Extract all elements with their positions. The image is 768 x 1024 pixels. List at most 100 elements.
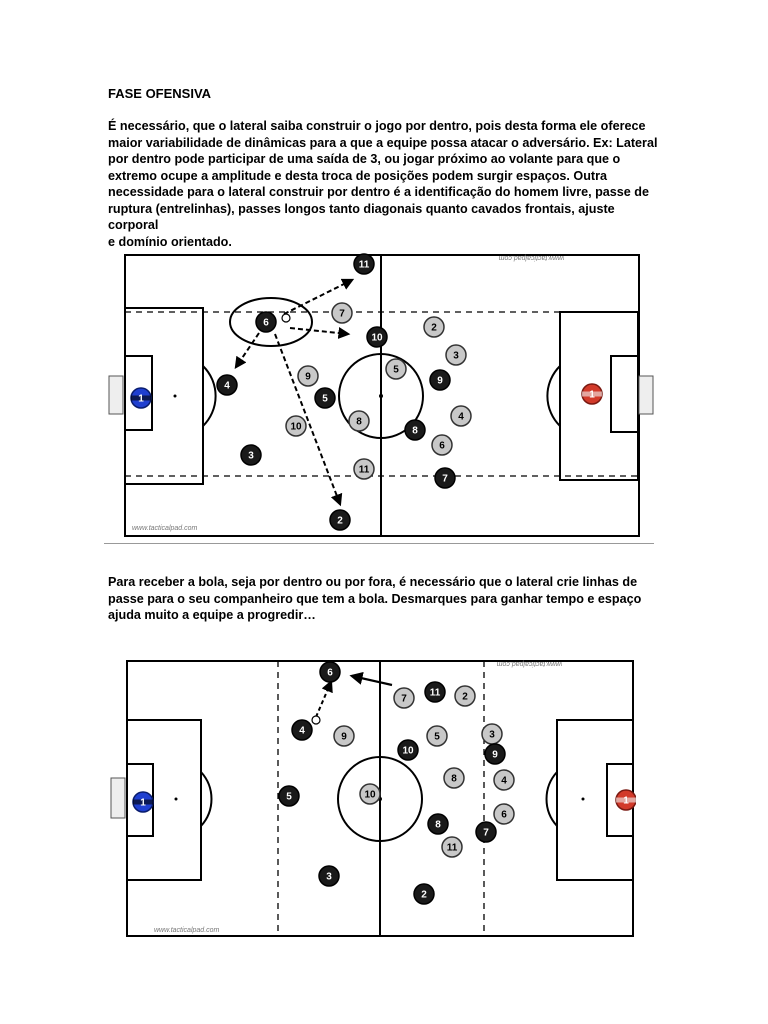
player-token: 5: [278, 785, 300, 807]
player-circle: [424, 681, 446, 703]
watermark-text: www.tacticalpad.com www.tacticalpad.com: [132, 254, 564, 532]
player-circle: [353, 458, 375, 480]
player-number: 5: [434, 732, 440, 743]
player-circle: [493, 769, 515, 791]
player-number: 11: [447, 843, 458, 854]
player-number: 5: [393, 365, 399, 376]
player-token: 1: [581, 383, 603, 405]
player-token: 8: [348, 410, 370, 432]
player-number: 1: [140, 798, 146, 809]
player-circle: [329, 509, 351, 531]
player-number: 2: [421, 890, 427, 901]
player-circle: [216, 374, 238, 396]
player-number: 2: [431, 323, 437, 334]
player-token: 1: [132, 791, 154, 813]
watermark-top: www.tacticalpad.com: [498, 254, 564, 261]
goal-nets: [108, 375, 654, 415]
page-title: FASE OFENSIVA: [108, 86, 212, 101]
paragraph-passing-lines: Para receber a bola, seja por dentro ou …: [108, 575, 642, 622]
player-number: 11: [359, 465, 370, 476]
goal-nets: [110, 777, 126, 819]
player-token: 3: [445, 344, 467, 366]
player-circle: [404, 419, 426, 441]
player-number: 11: [359, 260, 370, 271]
player-circle: [319, 661, 341, 683]
field-marks: [173, 394, 588, 398]
player-number: 8: [451, 774, 457, 785]
player-number: 5: [322, 394, 328, 405]
player-circle: [291, 719, 313, 741]
player-number: 10: [290, 422, 302, 433]
player-circle: [475, 821, 497, 843]
player-circle: [333, 725, 355, 747]
player-circle: [297, 365, 319, 387]
player-number: 3: [248, 451, 254, 462]
player-token: 3: [240, 444, 262, 466]
section-divider: [104, 543, 654, 544]
player-number: 2: [462, 692, 468, 703]
player-circle: [441, 836, 463, 858]
pass-arrows: [234, 278, 355, 507]
player-token: 4: [493, 769, 515, 791]
player-number: 7: [339, 309, 345, 320]
ball-icon: [281, 313, 291, 323]
player-number: 10: [364, 790, 376, 801]
player-number: 2: [337, 516, 343, 527]
player-token: 2: [423, 316, 445, 338]
player-token: 1: [615, 789, 636, 811]
player-token: 8: [404, 419, 426, 441]
player-token: 11: [353, 253, 375, 275]
player-token: 6: [319, 661, 341, 683]
player-number: 9: [341, 732, 347, 743]
player-circle: [397, 739, 419, 761]
player-number: 8: [412, 426, 418, 437]
watermark-top: www.tacticalpad.com: [496, 660, 562, 667]
player-number: 4: [299, 726, 305, 737]
watermark-bottom: www.tacticalpad.com: [154, 927, 220, 934]
player-token: 7: [393, 687, 415, 709]
player-circle: [426, 725, 448, 747]
player-number: 3: [489, 730, 495, 741]
player-token: 4: [291, 719, 313, 741]
player-number: 6: [263, 318, 269, 329]
player-circle: [431, 434, 453, 456]
movement-arrows: [315, 671, 393, 718]
player-token: 6: [493, 803, 515, 825]
player-number: 3: [453, 351, 459, 362]
player-number: 11: [430, 688, 441, 699]
player-number: 10: [402, 746, 414, 757]
player-circle: [434, 467, 456, 489]
player-circle: [314, 387, 336, 409]
field-marks: [174, 797, 585, 801]
watermark-bottom: www.tacticalpad.com: [132, 525, 198, 532]
player-circle: [278, 785, 300, 807]
player-number: 6: [439, 441, 445, 452]
goalkeeper-band: [582, 391, 602, 397]
pass-arrow: [234, 332, 260, 369]
player-circle: [427, 813, 449, 835]
goalkeeper-band: [133, 799, 153, 805]
player-number: 8: [435, 820, 441, 831]
player-token: 2: [454, 685, 476, 707]
pass-arrow: [289, 327, 351, 339]
player-number: 7: [401, 694, 407, 705]
player-token: 5: [314, 387, 336, 409]
player-number: 9: [305, 372, 311, 383]
player-token: 5: [385, 358, 407, 380]
player-circle: [413, 883, 435, 905]
player-circle: [318, 865, 340, 887]
pass-arrow: [315, 679, 333, 718]
player-number: 4: [224, 381, 230, 392]
dashed-lines: [277, 661, 485, 936]
player-token: 10: [366, 326, 388, 348]
player-token: 8: [427, 813, 449, 835]
goalkeeper-band: [616, 797, 636, 803]
player-circle: [359, 783, 381, 805]
player-token: 9: [297, 365, 319, 387]
player-number: 9: [492, 750, 498, 761]
player-circle: [255, 311, 277, 333]
player-number: 9: [437, 376, 443, 387]
player-number: 1: [589, 390, 595, 401]
